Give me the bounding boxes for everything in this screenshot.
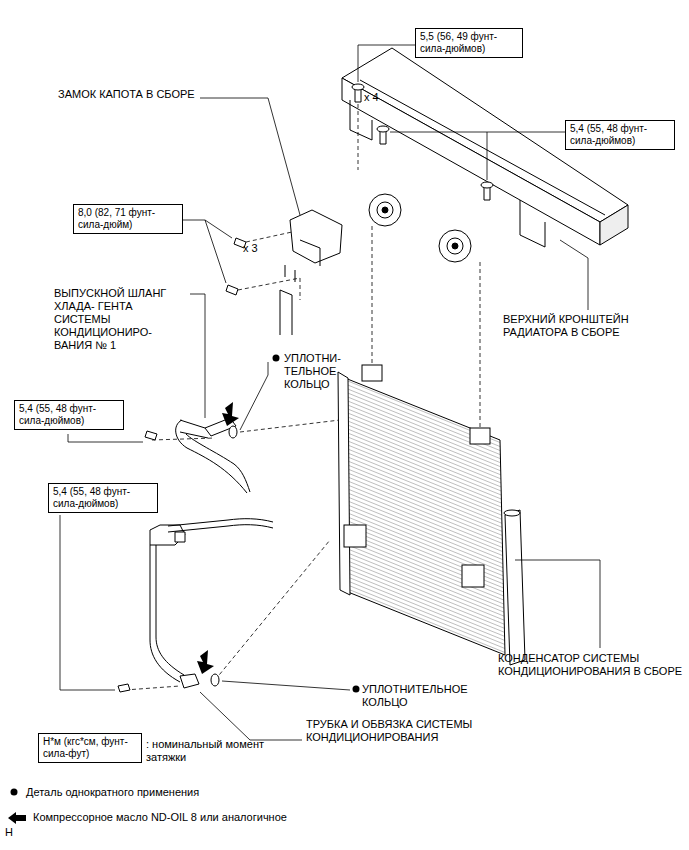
quantity-mark: x 4 [364, 91, 394, 104]
legend-text: Компрессорное масло ND-OIL 8 или аналоги… [33, 811, 287, 824]
torque-box: 5,4 (55, 48 фунт- сила-дюймов) [48, 483, 158, 513]
hood-lock [280, 210, 342, 335]
torque-value: 5,4 (55, 48 фунт- сила-дюймов) [570, 123, 670, 147]
discharge-hose [145, 418, 250, 493]
oil-arrow [197, 402, 239, 674]
figure-code: H [5, 826, 21, 839]
part-name: КОНДЕНСАТОР СИСТЕМЫ КОНДИЦИОНИРОВАНИЯ В … [498, 652, 684, 678]
part-name: УПЛОТНИ- ТЕЛЬНОЕ КОЛЬЦО [284, 352, 358, 391]
torque-value: 5,4 (55, 48 фунт- сила-дюймов) [19, 403, 119, 427]
torque-box: 8,0 (82, 71 фунт- сила-дюйм) [73, 204, 183, 234]
horn [369, 194, 471, 262]
part-name: ЗАМОК КАПОТА В СБОРЕ [58, 88, 200, 101]
torque-value: 5,5 (56, 49 фунт- сила-дюймов) [420, 31, 518, 55]
part-name: ВЕРХНИЙ КРОНШТЕЙН РАДИАТОРА В СБОРЕ [503, 313, 685, 339]
torque-value: Н*м (кгс*см, фунт-сила-фут) [43, 736, 137, 760]
torque-box: 5,4 (55, 48 фунт- сила-дюймов) [14, 400, 124, 430]
ac-pipe [118, 519, 273, 692]
torque-box: 5,4 (55, 48 фунт- сила-дюймов) [565, 120, 675, 150]
quantity-mark: x 3 [243, 242, 273, 255]
one-time-dot [273, 355, 360, 693]
part-name: ВЫПУСКНОЙ ШЛАНГ ХЛАДА- ГЕНТА СИСТЕМЫ КОН… [54, 287, 190, 352]
part-name: : номинальный момент затяжки [146, 738, 264, 764]
torque-value: 5,4 (55, 48 фунт- сила-дюймов) [53, 486, 153, 510]
leader-line [60, 45, 600, 740]
torque-box: Н*м (кгс*см, фунт-сила-фут) [38, 733, 142, 763]
legend-dot [11, 789, 18, 796]
torque-value: 8,0 (82, 71 фунт- сила-дюйм) [78, 207, 178, 231]
torque-box: 5,5 (56, 49 фунт- сила-дюймов) [415, 28, 523, 58]
legend-arrow [8, 812, 26, 824]
bolt [352, 84, 493, 200]
o-ring [211, 674, 219, 686]
legend-text: Деталь однократного применения [26, 786, 199, 799]
condenser [338, 365, 525, 665]
part-name: ТРУБКА И ОБВЯЗКА СИСТЕМЫ КОНДИЦИОНИРОВАН… [306, 718, 476, 744]
o-ring [229, 426, 237, 438]
part-name: УПЛОТНИТЕЛЬНОЕ КОЛЬЦО [362, 683, 494, 709]
illustration [60, 45, 628, 740]
